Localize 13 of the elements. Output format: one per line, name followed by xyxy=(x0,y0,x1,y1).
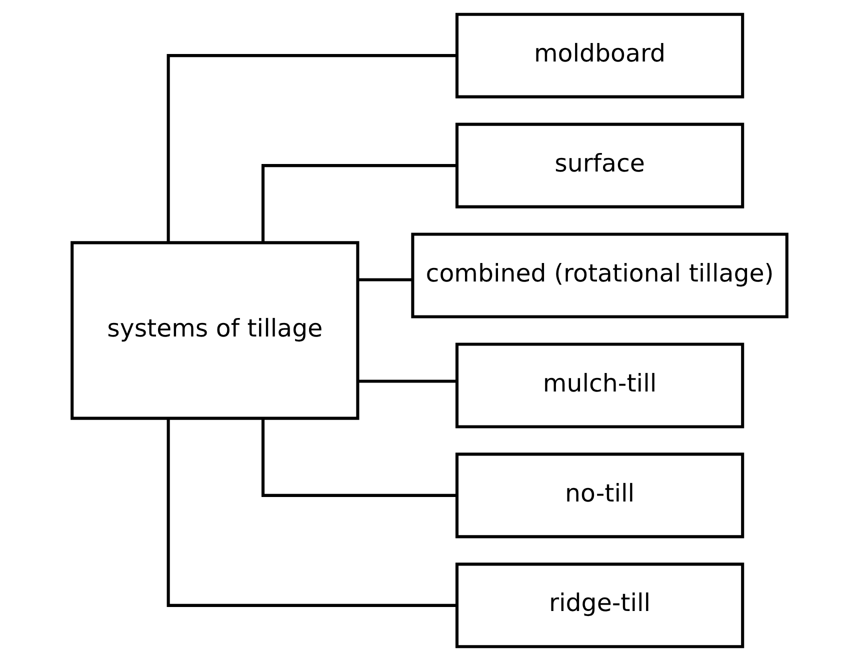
node-box: mulch-till xyxy=(455,342,744,428)
connector xyxy=(166,54,457,242)
connector xyxy=(358,380,456,383)
node-box: no-till xyxy=(455,452,744,538)
node-box: surface xyxy=(455,122,744,208)
node-box: ridge-till xyxy=(455,562,744,648)
node-box: systems of tillage xyxy=(70,241,360,420)
connector xyxy=(358,278,413,282)
node-box: combined (rotational tillage) xyxy=(411,232,788,318)
connector xyxy=(262,164,457,242)
connector xyxy=(166,419,457,607)
connector xyxy=(262,418,457,497)
node-box: moldboard xyxy=(455,12,744,98)
